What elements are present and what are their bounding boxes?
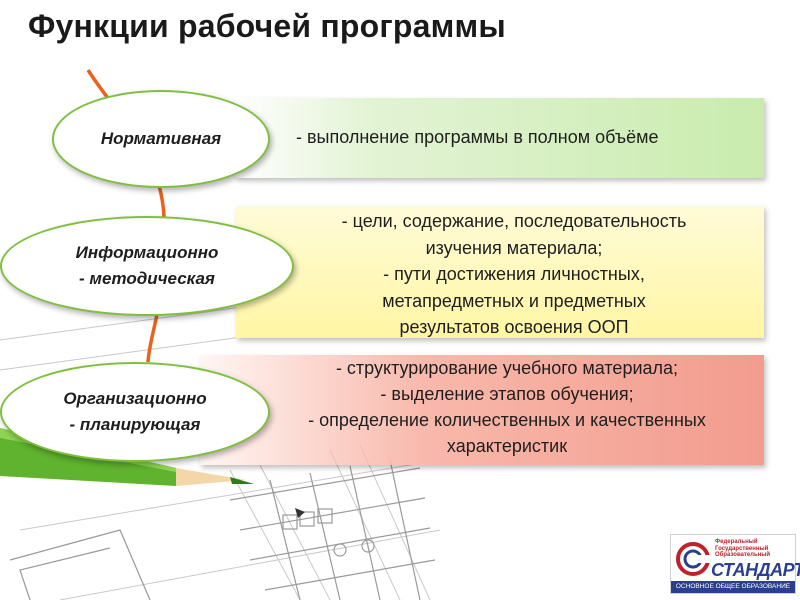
fgos-standard-logo: Федеральный Государственный Образователь… <box>670 534 800 594</box>
standard-emblem-icon <box>676 542 711 576</box>
description-line: метапредметных и предметных <box>382 290 646 311</box>
description-line: - пути достижения личностных, <box>383 264 645 284</box>
description-line: изучения материала; <box>425 237 603 258</box>
description-line: - структурирование учебного материала; <box>335 358 679 378</box>
function-description-box-informational: - цели, содержание, последовательность и… <box>236 206 764 338</box>
function-description-box-normative: - выполнение программы в полном объёме <box>236 98 764 178</box>
logo-top-line: Федеральный <box>715 539 758 545</box>
function-name-line: Нормативная <box>100 129 222 148</box>
function-name-informational: Информационно - методическая <box>0 216 294 316</box>
function-description-box-organizational: - структурирование учебного материала; -… <box>200 355 764 465</box>
function-name-line: - планирующая <box>69 415 201 434</box>
description-line: - выделение этапов обучения; <box>380 384 634 404</box>
page-title: Функции рабочей программы <box>28 8 506 44</box>
description-line: - определение количественных и качествен… <box>308 410 706 430</box>
function-name-line: Организационно <box>63 389 207 408</box>
logo-subtitle: ОСНОВНОЕ ОБЩЕЕ ОБРАЗОВАНИЕ <box>671 581 795 593</box>
description-line: - выполнение программы в полном объёме <box>296 127 659 147</box>
logo-top-line: Образовательный <box>715 552 771 558</box>
function-name-normative: Нормативная <box>52 90 270 188</box>
logo-name: СТАНДАРТ <box>711 560 800 580</box>
function-name-line: Информационно <box>75 243 219 262</box>
description-line: - цели, содержание, последовательность <box>341 211 687 231</box>
description-line: результатов освоения ООП <box>399 317 629 337</box>
function-name-line: - методическая <box>79 269 215 288</box>
description-line: характеристик <box>446 436 568 456</box>
function-name-organizational: Организационно - планирующая <box>0 362 270 462</box>
logo-top-text: Федеральный Государственный Образователь… <box>715 539 770 559</box>
logo-top-line: Государственный <box>715 545 769 552</box>
